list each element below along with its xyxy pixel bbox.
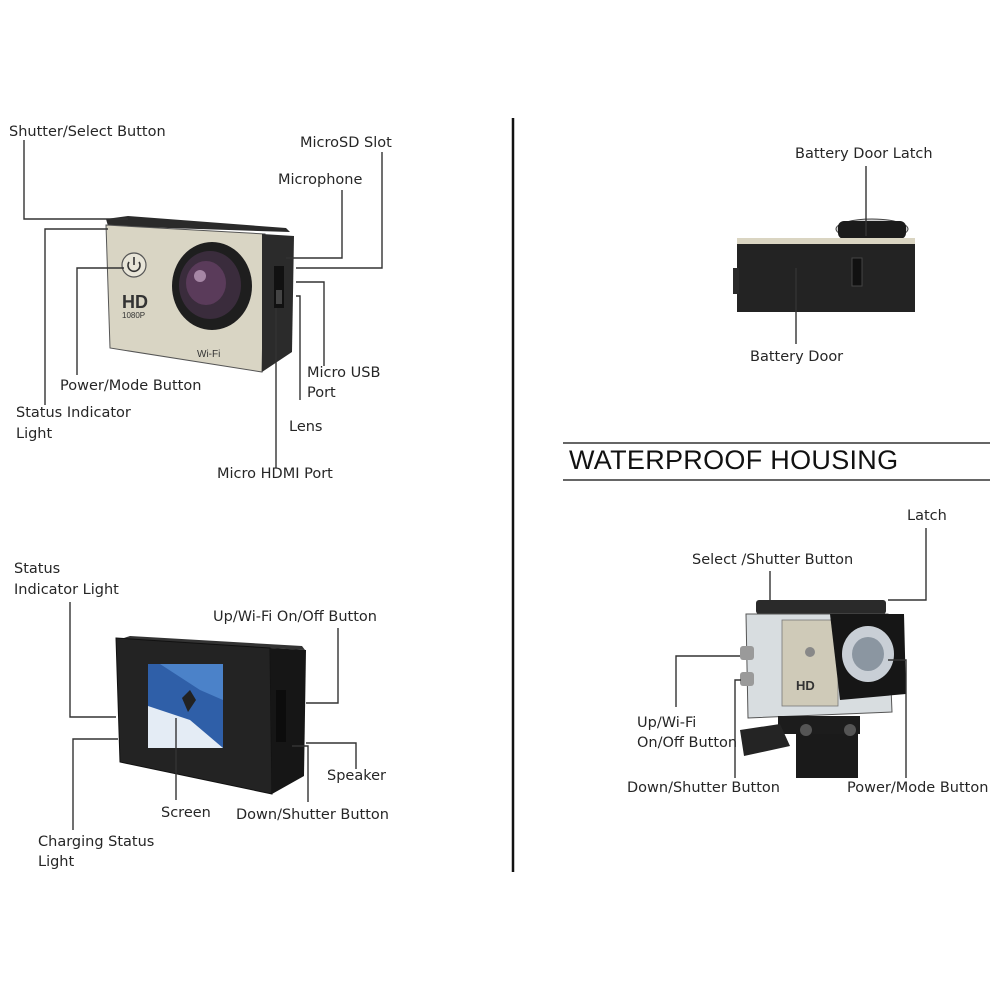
- label-charging-status-line1: Charging Status: [38, 834, 155, 850]
- label-micro-usb-port-line2: Port: [307, 385, 336, 401]
- label-back-status-indicator-line1: Status: [14, 561, 61, 577]
- section-title-waterproof-housing: WATERPROOF HOUSING: [569, 445, 899, 475]
- label-housing-up-wifi-line2: On/Off Button: [637, 735, 738, 751]
- label-screen: Screen: [161, 805, 211, 821]
- label-housing-latch: Latch: [907, 508, 947, 524]
- label-back-status-indicator-line2: Indicator Light: [14, 582, 119, 598]
- label-battery-door: Battery Door: [750, 349, 844, 365]
- label-lens: Lens: [289, 419, 323, 435]
- label-charging-status-line2: Light: [38, 854, 75, 870]
- label-housing-up-wifi-line1: Up/Wi-Fi: [637, 715, 697, 731]
- front-hd-mark: HD: [122, 292, 148, 312]
- label-micro-usb-port-line1: Micro USB: [307, 365, 381, 381]
- label-up-wifi-button: Up/Wi-Fi On/Off Button: [213, 609, 377, 625]
- label-housing-select-shutter: Select /Shutter Button: [692, 552, 854, 568]
- label-micro-hdmi-port: Micro HDMI Port: [217, 466, 333, 482]
- label-down-shutter-button: Down/Shutter Button: [236, 807, 389, 823]
- front-resolution-mark: 1080P: [122, 311, 146, 320]
- label-power-mode-button: Power/Mode Button: [60, 378, 202, 394]
- label-housing-power-mode: Power/Mode Button: [847, 780, 989, 796]
- label-shutter-select-button: Shutter/Select Button: [9, 124, 166, 140]
- label-microsd-slot: MicroSD Slot: [300, 135, 392, 151]
- label-microphone: Microphone: [278, 172, 363, 188]
- label-status-indicator-light-line2: Light: [16, 426, 53, 442]
- label-battery-door-latch: Battery Door Latch: [795, 146, 933, 162]
- front-wifi-mark: Wi-Fi: [197, 349, 221, 360]
- label-status-indicator-light-line1: Status Indicator: [16, 405, 131, 421]
- label-speaker: Speaker: [327, 768, 386, 784]
- housing-hd-mark: HD: [796, 678, 815, 693]
- label-housing-down-shutter: Down/Shutter Button: [627, 780, 780, 796]
